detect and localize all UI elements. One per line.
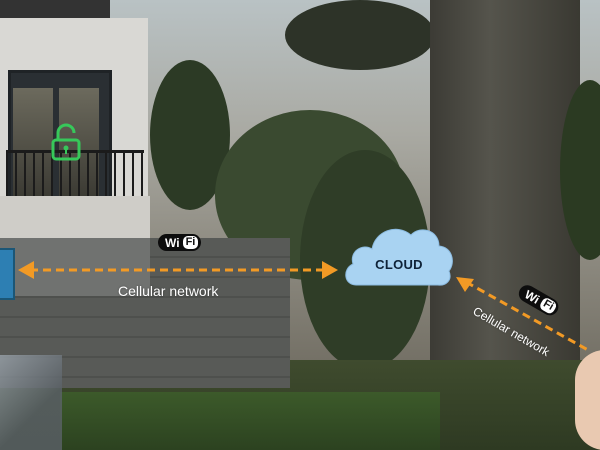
cloud-label: CLOUD bbox=[342, 257, 456, 272]
wifi-box: Fi bbox=[183, 236, 199, 249]
cellular-network-label: Cellular network bbox=[118, 283, 218, 299]
wifi-icon: Wi Fi bbox=[158, 234, 201, 251]
arrow-head-icon bbox=[18, 261, 34, 279]
cloud-icon bbox=[342, 215, 456, 290]
arrow-head-icon bbox=[322, 261, 338, 279]
wifi-prefix: Wi bbox=[165, 236, 180, 250]
